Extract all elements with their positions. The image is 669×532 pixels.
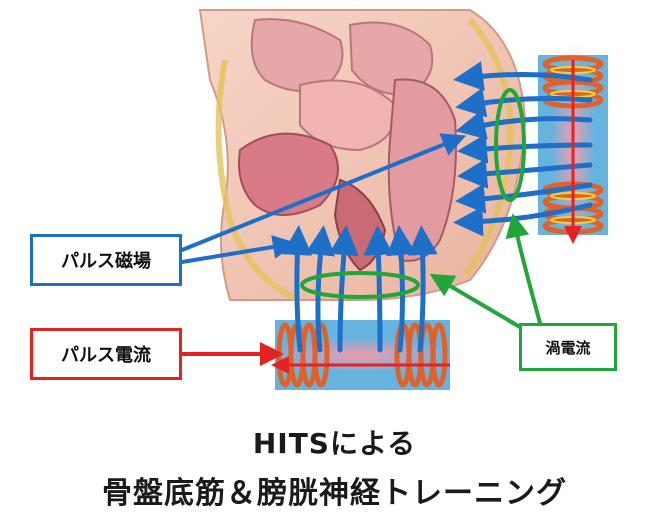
magnetic-field-arrows-right	[453, 61, 593, 237]
pulse-current-text: パルス電流	[61, 345, 151, 366]
coil-bottom	[260, 320, 460, 390]
pulse-current-label: パルス電流	[30, 328, 182, 380]
magnetic-field-label: パルス磁場	[30, 234, 182, 286]
callout-lines	[180, 133, 542, 366]
anatomy	[198, 9, 527, 303]
eddy-current-label: 渦電流	[519, 323, 617, 371]
eddy-current-rings	[300, 88, 526, 299]
current-flow-arrows	[271, 60, 582, 374]
magnetic-field-text: パルス磁場	[61, 251, 151, 272]
eddy-current-text: 渦電流	[545, 338, 591, 357]
caption-title: HITSによる	[252, 427, 417, 460]
caption-subtitle: 骨盤底筋＆膀胱神経トレーニング	[102, 476, 567, 511]
